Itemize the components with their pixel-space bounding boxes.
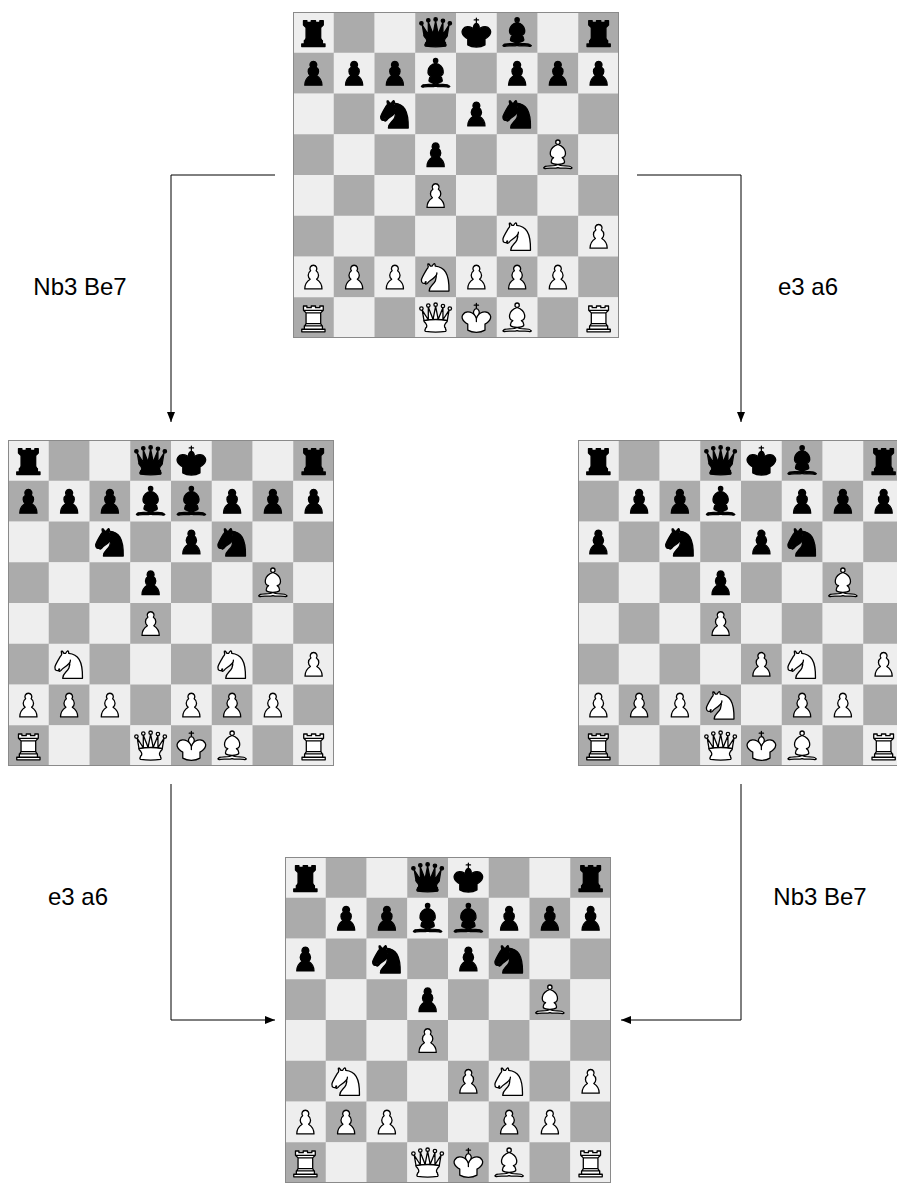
chess-board [8,440,334,766]
chess-board [293,12,619,338]
move-arrow [171,784,275,1020]
chess-board [578,440,897,766]
move-arrow [171,175,275,422]
move-label: Nb3 Be7 [30,273,129,302]
board-illustration [293,12,619,338]
move-arrow [621,784,741,1020]
move-label: e3 a6 [775,273,841,302]
move-label: e3 a6 [45,883,111,912]
board-illustration [578,440,897,766]
board-illustration [8,440,334,766]
move-arrow [637,175,741,422]
move-label: Nb3 Be7 [770,883,869,912]
board-illustration [285,857,611,1183]
chess-board [285,857,611,1183]
